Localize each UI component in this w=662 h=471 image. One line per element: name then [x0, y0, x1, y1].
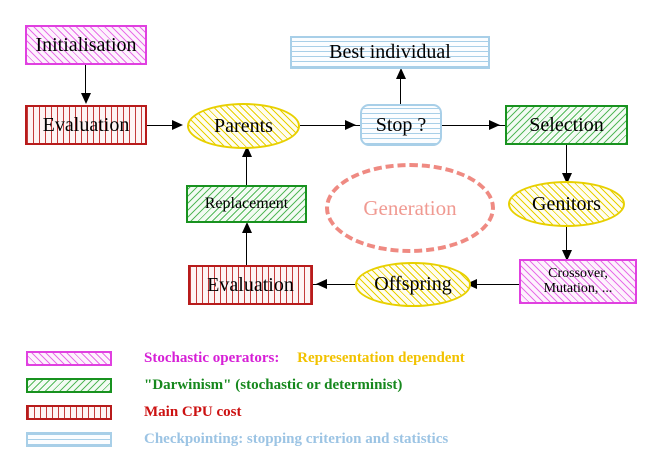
arrowhead-evaluation-to-parents: [172, 120, 183, 130]
edge-parents-to-stop: [300, 125, 362, 126]
node-evaluation-top[interactable]: Evaluation: [25, 105, 147, 145]
arrowhead-selection-to-genitors: [562, 173, 572, 184]
legend-label-stochastic-primary: Stochastic operators:: [144, 349, 280, 366]
arrowhead-stop-to-best-individual: [396, 68, 406, 79]
legend-swatch-green: [26, 377, 112, 393]
legend-label-stochastic: Stochastic operators: Representation dep…: [144, 350, 465, 367]
legend-swatch-blue: [26, 431, 112, 447]
edge-crossover-to-offspring: [470, 284, 520, 285]
node-generation-label: Generation: [363, 195, 457, 220]
node-crossover-mutation[interactable]: Crossover, Mutation, ...: [519, 259, 637, 304]
arrowhead-replacement-to-parents: [242, 146, 252, 157]
legend-label-cpu-cost: Main CPU cost: [144, 404, 242, 421]
arrowhead-offspring-to-evaluation: [316, 279, 327, 289]
legend-row-checkpointing: Checkpointing: stopping criterion and st…: [26, 426, 448, 452]
node-initialisation[interactable]: Initialisation: [25, 25, 147, 65]
node-genitors[interactable]: Genitors: [508, 181, 625, 227]
legend-row-darwinism: "Darwinism" (stochastic or determinist): [26, 372, 402, 398]
arrowhead-crossover-to-offspring: [466, 279, 477, 289]
legend-swatch-magenta: [26, 350, 112, 366]
node-initialisation-label: Initialisation: [35, 33, 137, 56]
legend-label-checkpointing: Checkpointing: stopping criterion and st…: [144, 431, 448, 448]
arrowhead-stop-to-selection: [489, 120, 500, 130]
node-genitors-label: Genitors: [532, 192, 601, 215]
arrowhead-evaluation-to-replacement: [242, 222, 252, 233]
arrowhead-initialisation-to-evaluation: [81, 93, 91, 104]
node-selection-label: Selection: [529, 113, 604, 136]
legend-label-cpu-cost-primary: Main CPU cost: [144, 403, 242, 420]
node-replacement-label: Replacement: [204, 194, 289, 212]
legend-row-cpu-cost: Main CPU cost: [26, 399, 242, 425]
edge-genitors-to-crossover: [566, 227, 567, 260]
edge-offspring-to-evaluation: [313, 284, 360, 285]
arrowhead-genitors-to-crossover: [562, 250, 572, 261]
node-replacement[interactable]: Replacement: [186, 185, 307, 223]
node-crossover-label: Crossover,: [548, 265, 608, 281]
edge-selection-to-genitors: [566, 145, 567, 179]
node-evaluation-bottom-label: Evaluation: [207, 273, 294, 296]
legend: Stochastic operators: Representation dep…: [0, 335, 662, 465]
node-offspring[interactable]: Offspring: [355, 262, 471, 307]
legend-row-stochastic: Stochastic operators: Representation dep…: [26, 345, 465, 371]
node-parents[interactable]: Parents: [187, 103, 300, 149]
legend-label-darwinism-primary: "Darwinism" (stochastic or determinist): [144, 376, 403, 393]
node-mutation-label: Mutation, ...: [543, 280, 613, 296]
node-evaluation-top-label: Evaluation: [42, 113, 130, 136]
edge-stop-to-selection: [442, 125, 506, 126]
node-generation: Generation: [325, 163, 495, 253]
edge-evaluation-to-replacement: [246, 224, 247, 266]
node-evaluation-bottom[interactable]: Evaluation: [188, 265, 313, 305]
edge-initialisation-to-evaluation: [85, 64, 86, 94]
legend-label-darwinism: "Darwinism" (stochastic or determinist): [144, 377, 402, 394]
legend-swatch-red: [26, 404, 112, 420]
edge-stop-to-best-individual: [400, 70, 401, 104]
node-stop[interactable]: Stop ?: [360, 104, 442, 146]
edge-evaluation-to-parents: [147, 125, 180, 126]
edge-replacement-to-parents: [246, 148, 247, 185]
node-stop-label: Stop ?: [375, 113, 427, 136]
arrowhead-parents-to-stop: [345, 120, 356, 130]
node-best-individual-label: Best individual: [329, 41, 451, 63]
node-offspring-label: Offspring: [374, 273, 452, 295]
node-selection[interactable]: Selection: [505, 105, 628, 145]
legend-label-stochastic-secondary: Representation dependent: [297, 349, 465, 366]
legend-label-checkpointing-primary: Checkpointing: stopping criterion and st…: [144, 430, 449, 447]
node-parents-label: Parents: [214, 114, 273, 137]
node-best-individual[interactable]: Best individual: [290, 36, 490, 69]
